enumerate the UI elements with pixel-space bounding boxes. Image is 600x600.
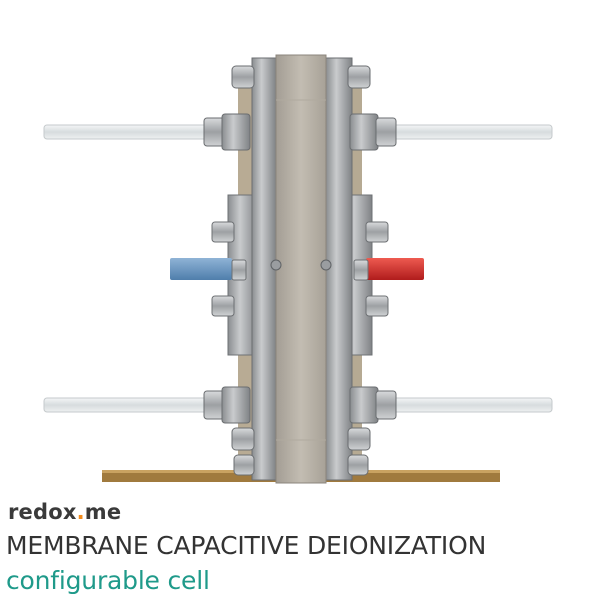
corner-bolts: [231, 65, 371, 476]
tube-left-bottom: [43, 397, 225, 413]
brand-name-prefix: redox: [8, 500, 77, 524]
brand-logo: redox.me: [8, 500, 121, 524]
end-plate-right: [325, 57, 353, 481]
central-core: [275, 54, 327, 484]
cell-product-render: [43, 54, 553, 484]
end-plate-left: [251, 57, 277, 481]
product-subtitle: configurable cell: [6, 566, 210, 595]
electrode-rod-blue: [170, 258, 232, 280]
tube-left-top: [43, 124, 225, 140]
brand-name-dot: .: [76, 500, 85, 524]
electrode-rod-red: [366, 258, 424, 280]
holder-screws: [211, 221, 389, 317]
brand-name-suffix: me: [84, 500, 122, 524]
tube-fittings: [203, 113, 397, 424]
tube-right-top: [369, 124, 553, 140]
plate-center-screws: [270, 259, 332, 271]
product-title: MEMBRANE CAPACITIVE DEIONIZATION: [6, 531, 487, 560]
tube-right-bottom: [369, 397, 553, 413]
